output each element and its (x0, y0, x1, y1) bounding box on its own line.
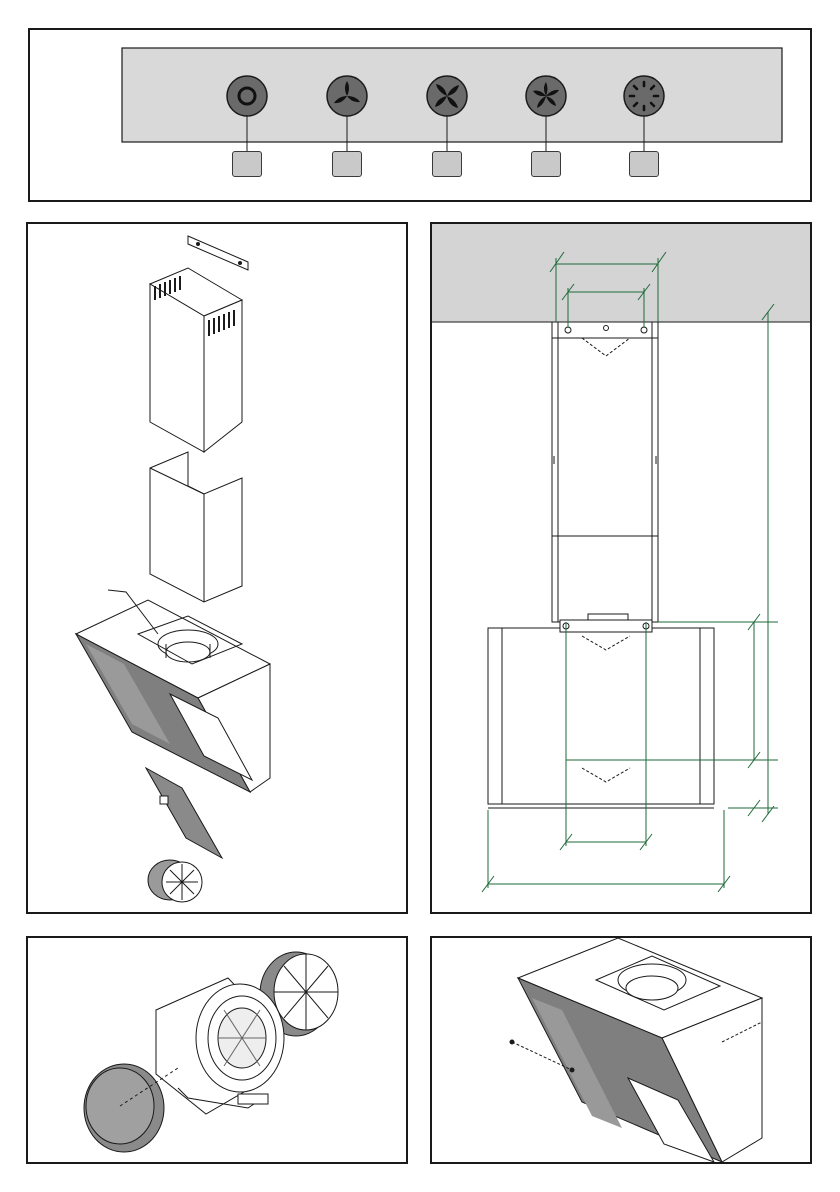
upper-chimney (150, 268, 242, 452)
exploded-view-drawing (28, 224, 406, 912)
ceiling-zone (432, 224, 810, 322)
callout-box-4 (531, 151, 561, 177)
dimension-view-figure (430, 222, 812, 914)
power-button[interactable] (227, 76, 267, 116)
fixing-view-figure (430, 936, 812, 1164)
hood-elevation (488, 614, 714, 808)
lower-chimney (150, 452, 242, 602)
speed-2-button[interactable] (427, 76, 467, 116)
chimney-elevation (552, 322, 658, 622)
callout-box-2 (332, 151, 362, 177)
intensive-button[interactable] (624, 76, 664, 116)
control-panel-figure (28, 28, 812, 202)
speed-3-button[interactable] (526, 76, 566, 116)
motor-view-drawing (28, 938, 406, 1162)
callout-box-3 (432, 151, 462, 177)
callout-box-1 (232, 151, 262, 177)
control-panel-drawing (30, 30, 810, 200)
fixing-view-drawing (432, 938, 810, 1162)
dimension-view-drawing (432, 224, 810, 912)
exploded-view-figure (26, 222, 408, 914)
grease-filter (146, 768, 222, 858)
motor-unit (156, 978, 284, 1114)
motor-view-figure (26, 936, 408, 1164)
hood-body (76, 590, 270, 792)
callout-box-5 (629, 151, 659, 177)
carbon-filter (148, 860, 202, 902)
speed-1-button[interactable] (327, 76, 367, 116)
chimney-bracket (188, 236, 248, 270)
